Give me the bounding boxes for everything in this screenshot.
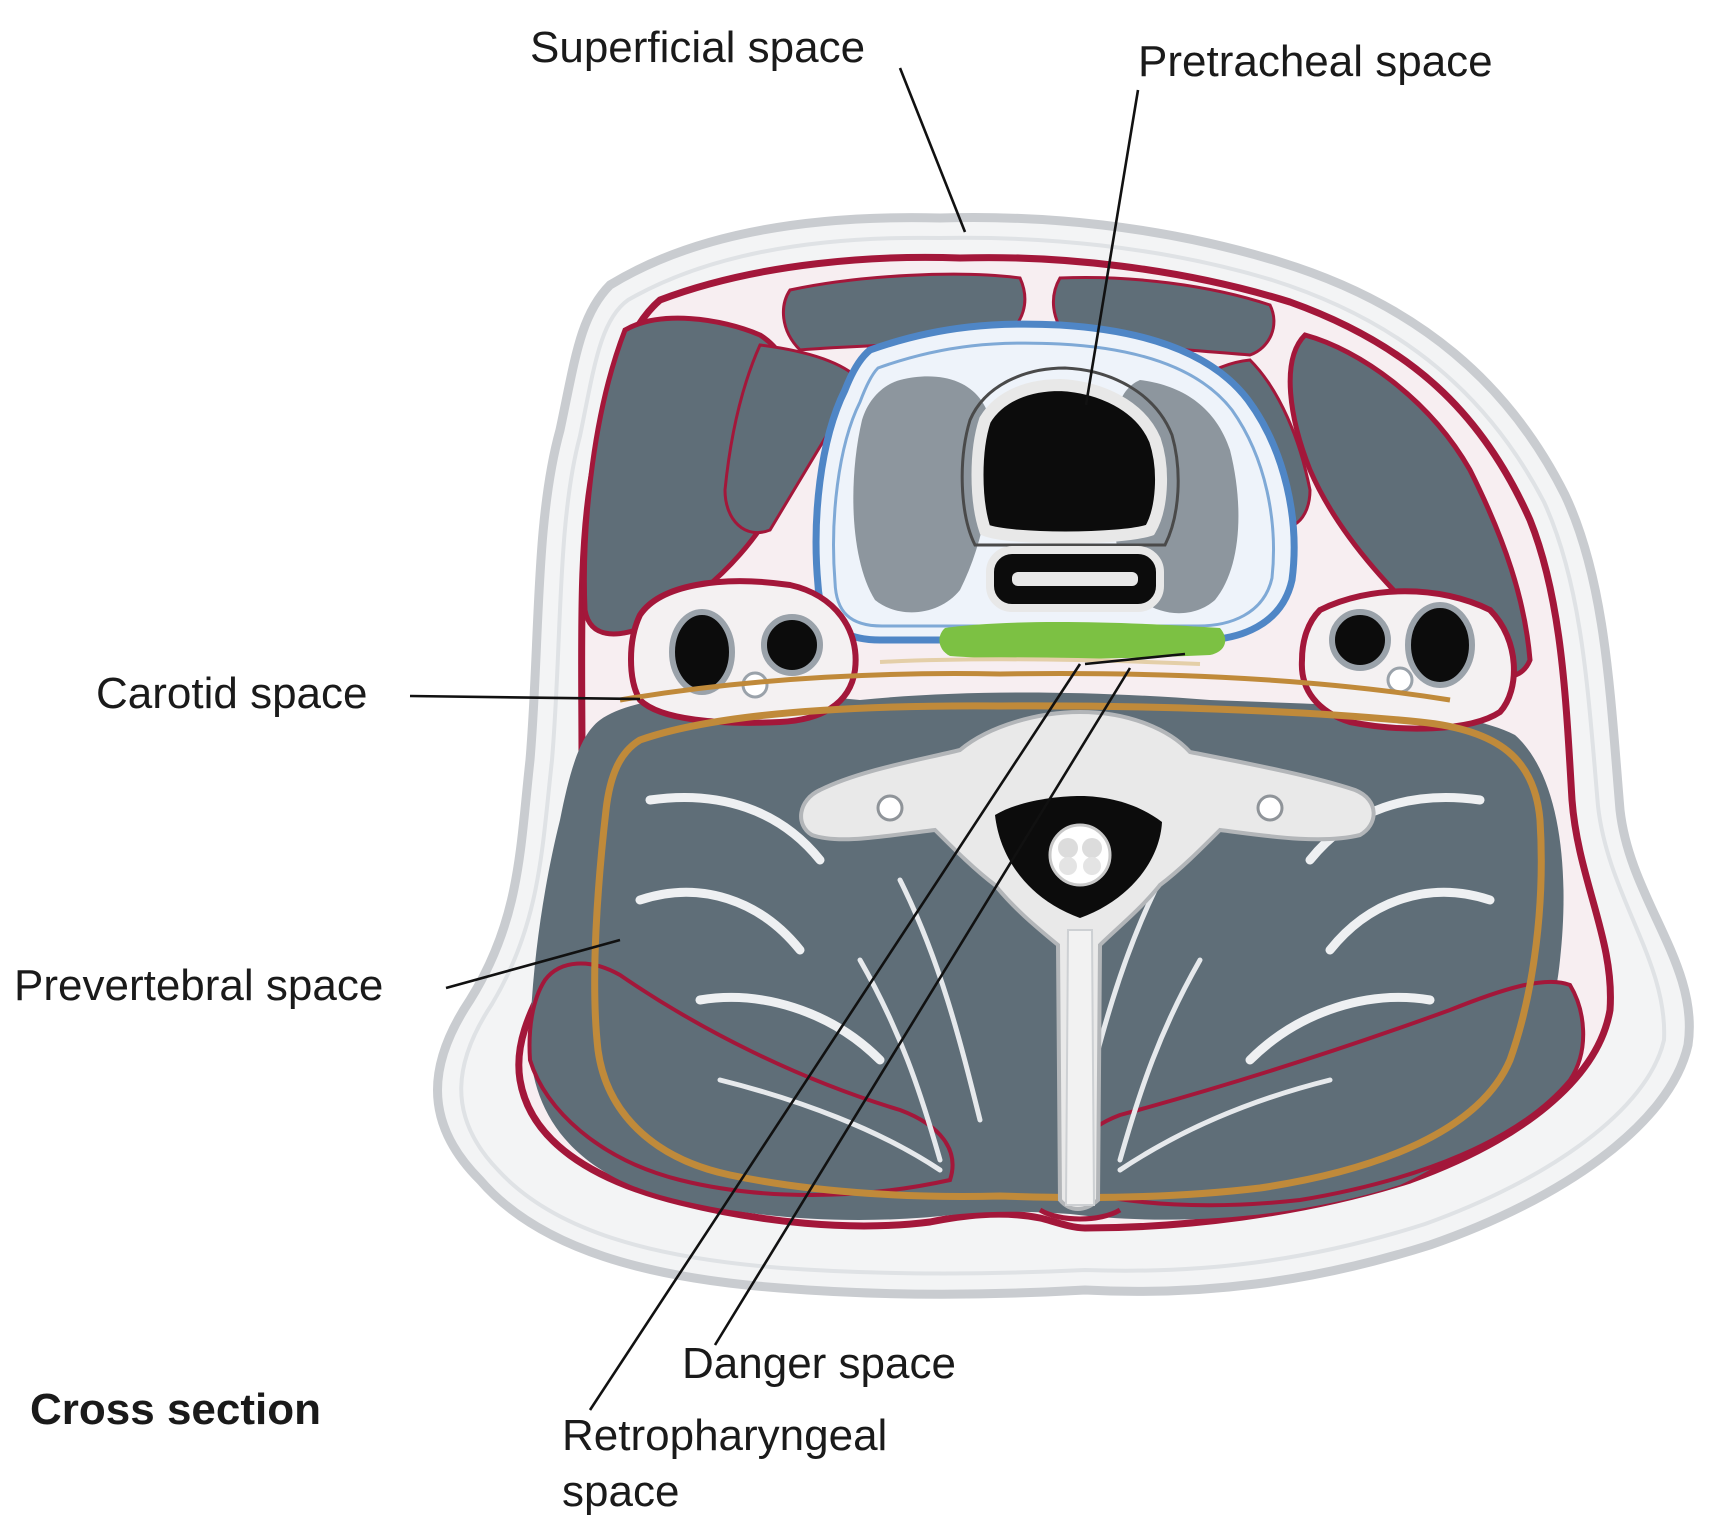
prevertebral-fascia xyxy=(591,702,1545,1202)
alar-fascia-line xyxy=(619,671,1451,703)
leader-danger-space xyxy=(713,667,1132,1346)
trachea-ring xyxy=(960,366,1180,547)
label-retropharyngeal-line2: space xyxy=(562,1467,679,1516)
trapezius-left xyxy=(527,961,955,1197)
common-carotid-artery-right xyxy=(1329,609,1391,671)
retropharyngeal-space-band xyxy=(939,622,1226,659)
trachea xyxy=(971,378,1168,544)
leader-carotid-space xyxy=(409,694,641,701)
vertebral-foramen-right xyxy=(1256,794,1284,822)
internal-jugular-vein-right xyxy=(1405,602,1475,688)
leader-pretracheal-space xyxy=(1084,89,1140,406)
thyroid-lobe-left xyxy=(853,376,992,613)
esophagus-lumen xyxy=(1012,572,1138,586)
label-cross-section: Cross section xyxy=(30,1385,321,1434)
spinal-cord xyxy=(1048,823,1112,887)
leader-lines xyxy=(409,67,1186,1411)
label-danger-space: Danger space xyxy=(682,1339,956,1388)
leader-superficial-space xyxy=(898,67,967,233)
leader-retropharyngeal-space xyxy=(588,663,1082,1411)
vagus-nerve-right xyxy=(1386,666,1414,694)
label-retropharyngeal-line1: Retropharyngeal xyxy=(562,1411,887,1460)
label-carotid-space: Carotid space xyxy=(96,669,367,718)
leader-prevertebral-space xyxy=(445,938,621,990)
anatomy xyxy=(433,213,1694,1299)
labels: Superficial space Pretracheal space Caro… xyxy=(14,23,1493,1516)
nuchal-ligament xyxy=(1064,929,1096,1206)
label-pretracheal-space: Pretracheal space xyxy=(1138,37,1493,86)
vertebral-foramen-left xyxy=(876,794,904,822)
label-prevertebral-space: Prevertebral space xyxy=(14,961,383,1010)
infrahyoid-muscle-left xyxy=(723,343,862,535)
internal-jugular-vein-left xyxy=(669,609,735,695)
common-carotid-artery-left xyxy=(761,614,823,676)
leader-danger-space-horizontal xyxy=(1084,652,1186,666)
retropharyngeal-boundary xyxy=(879,657,1201,666)
superficial-space-inner-outline xyxy=(459,235,1667,1276)
label-superficial-space: Superficial space xyxy=(530,23,865,72)
pretracheal-fascia-inner xyxy=(832,341,1275,628)
